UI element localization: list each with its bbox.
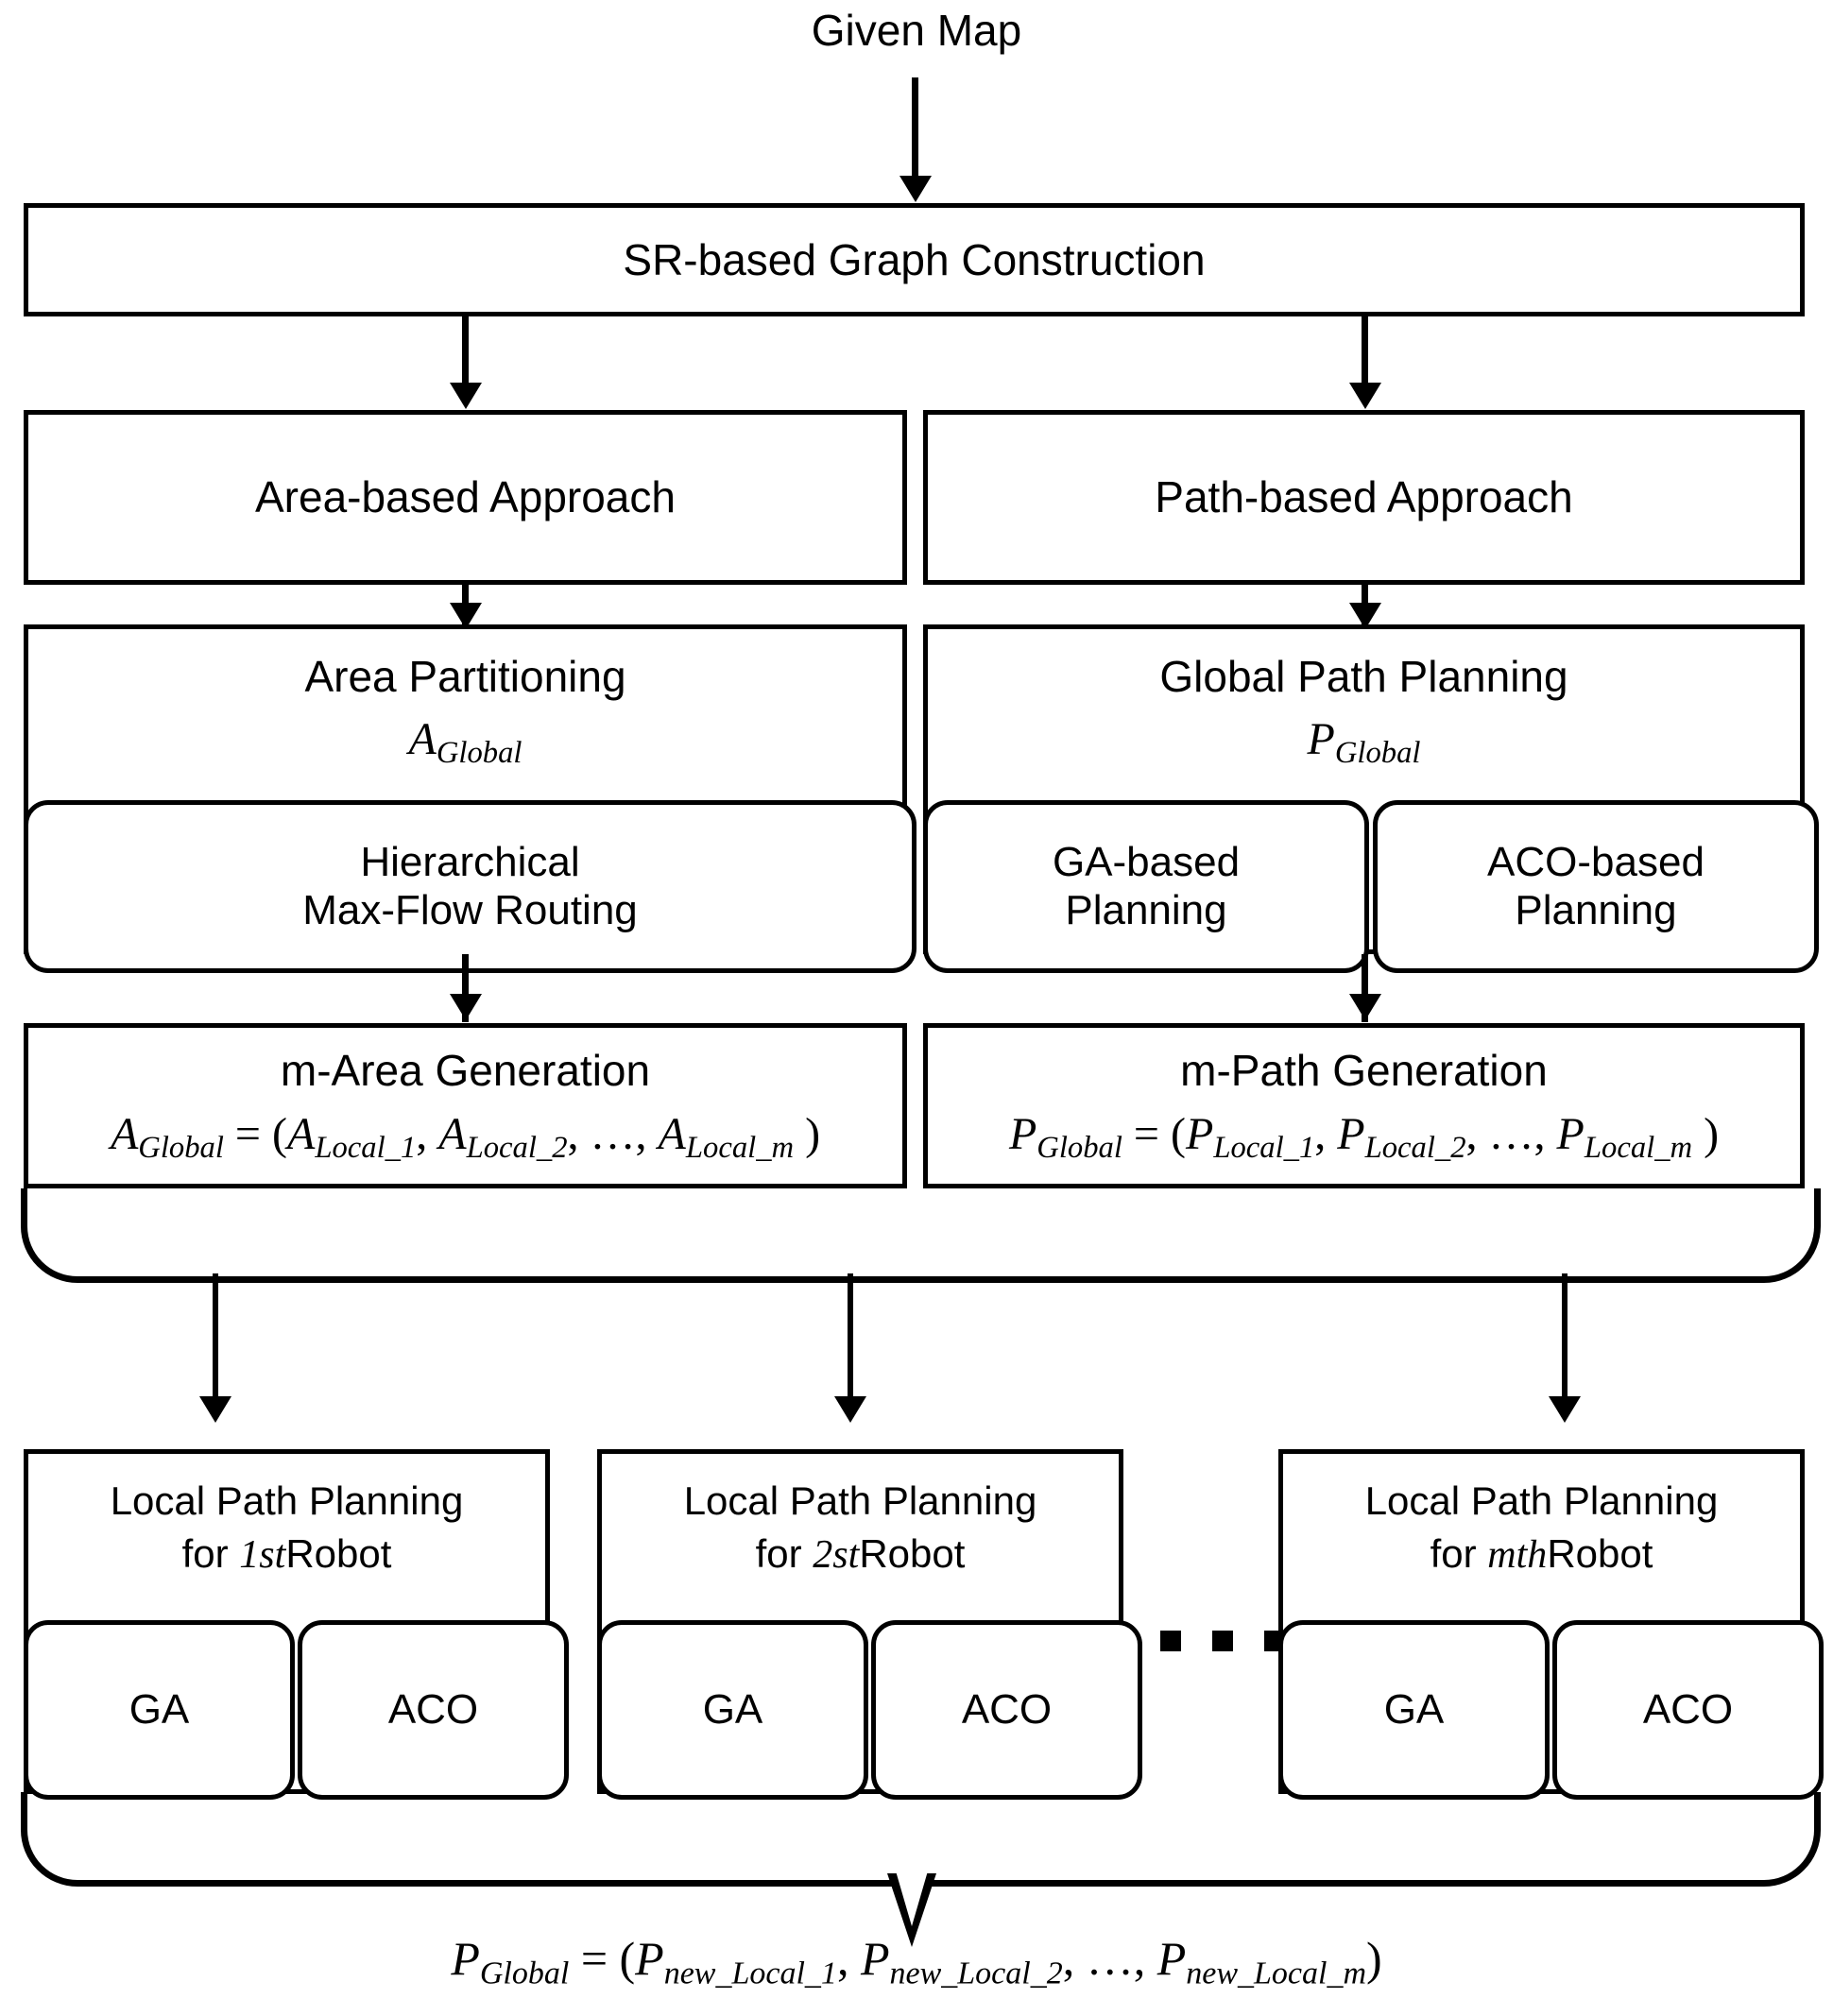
- robot-ordinal-2: st: [832, 1533, 860, 1578]
- robot-index-1: 1: [239, 1533, 260, 1578]
- algorithm-ga-robot-1[interactable]: GA: [24, 1620, 295, 1800]
- method-aco-based-planning[interactable]: ACO-based Planning: [1373, 800, 1819, 973]
- robot-ordinal-1: st: [259, 1533, 286, 1578]
- node-sublabel-robot-index-2: for 2stRobot: [756, 1531, 966, 1578]
- node-label-local-path-planning-2: Local Path Planning: [683, 1478, 1037, 1523]
- arrow-partitioning-to-m-area: [462, 954, 469, 1022]
- node-label-path-based-approach: Path-based Approach: [1155, 472, 1573, 522]
- node-label-root: SR-based Graph Construction: [623, 234, 1206, 284]
- symbol-a-global: AGlobal: [408, 713, 522, 771]
- method-hierarchical-max-flow-routing[interactable]: Hierarchical Max-Flow Routing: [24, 800, 916, 973]
- arrowhead-root-to-path-approach: [1349, 383, 1381, 409]
- algorithm-ga-robot-2[interactable]: GA: [597, 1620, 868, 1800]
- robot-prefix-m: for: [1430, 1531, 1488, 1577]
- given-map-label: Given Map: [811, 6, 1022, 55]
- formula-a-global-decomposition: AGlobal = (ALocal_1, ALocal_2, …, ALocal…: [110, 1109, 821, 1166]
- arrowhead-partitioning-to-m-area: [450, 994, 482, 1020]
- gather-brace-top: [21, 1188, 1821, 1283]
- ellipsis-dot-2: [1212, 1631, 1233, 1651]
- algorithm-aco-robot-m[interactable]: ACO: [1552, 1620, 1824, 1800]
- node-global-path-planning[interactable]: Global Path Planning PGlobal GA-based Pl…: [923, 624, 1819, 973]
- symbol-p-global: PGlobal: [1307, 713, 1421, 771]
- node-label-local-path-planning-1: Local Path Planning: [110, 1478, 464, 1523]
- node-sr-based-graph-construction[interactable]: SR-based Graph Construction: [24, 203, 1805, 316]
- robot-prefix-1: for: [181, 1531, 240, 1577]
- method-label-hierarchical-max-flow-routing: Hierarchical Max-Flow Routing: [302, 838, 638, 933]
- algorithm-label-aco-1: ACO: [387, 1685, 479, 1733]
- node-label-local-path-planning-m: Local Path Planning: [1364, 1478, 1719, 1523]
- node-sublabel-robot-index-m: for mthRobot: [1430, 1531, 1653, 1578]
- node-label-global-path-planning: Global Path Planning: [1159, 652, 1568, 701]
- ellipsis-dot-1: [1160, 1631, 1181, 1651]
- robot-index-m: m: [1487, 1533, 1516, 1578]
- algorithm-label-ga-1: GA: [128, 1685, 190, 1733]
- arrow-gather-to-robot-m: [1562, 1273, 1567, 1415]
- algorithm-label-ga-2: GA: [702, 1685, 763, 1733]
- algorithm-aco-robot-2[interactable]: ACO: [871, 1620, 1142, 1800]
- method-label-ga-based-planning: GA-based Planning: [1052, 838, 1241, 933]
- output-formula: PGlobal = (Pnew_Local_1, Pnew_Local_2, ……: [0, 1933, 1833, 1991]
- arrowhead-root-to-area-approach: [450, 383, 482, 409]
- arrow-gather-to-robot-2: [848, 1273, 853, 1415]
- robot-suffix-m: Robot: [1547, 1531, 1653, 1577]
- node-local-path-planning-robot-m[interactable]: Local Path Planning for mthRobot GA ACO: [1278, 1449, 1824, 1800]
- node-label-m-path-generation: m-Path Generation: [1180, 1045, 1548, 1095]
- arrowhead-gather-to-robot-m: [1549, 1396, 1581, 1423]
- arrow-gather-to-robot-1: [213, 1273, 218, 1415]
- algorithm-ga-robot-m[interactable]: GA: [1278, 1620, 1550, 1800]
- arrowhead-gather-to-robot-2: [834, 1396, 866, 1423]
- arrowhead-givenmap-to-root: [899, 176, 932, 202]
- robot-suffix-1: Robot: [285, 1531, 392, 1577]
- arrowhead-gather-to-robot-1: [199, 1396, 231, 1423]
- robot-prefix-2: for: [755, 1531, 814, 1577]
- arrow-givenmap-to-root: [912, 77, 918, 181]
- node-path-based-approach[interactable]: Path-based Approach: [923, 410, 1805, 585]
- robot-suffix-2: Robot: [859, 1531, 966, 1577]
- arrowhead-global-planning-to-m-path: [1349, 994, 1381, 1020]
- arrow-root-to-area-approach: [462, 316, 469, 390]
- robot-index-2: 2: [813, 1533, 833, 1578]
- node-m-area-generation[interactable]: m-Area Generation AGlobal = (ALocal_1, A…: [24, 1023, 907, 1188]
- gather-brace-bottom-spike-inner: [895, 1868, 929, 1926]
- method-ga-based-planning[interactable]: GA-based Planning: [923, 800, 1369, 973]
- output-formula-text: PGlobal = (Pnew_Local_1, Pnew_Local_2, ……: [451, 1932, 1382, 1991]
- node-label-m-area-generation: m-Area Generation: [280, 1045, 651, 1095]
- algorithm-aco-robot-1[interactable]: ACO: [298, 1620, 569, 1800]
- node-local-path-planning-robot-1[interactable]: Local Path Planning for 1stRobot GA ACO: [24, 1449, 569, 1800]
- node-label-area-partitioning: Area Partitioning: [304, 652, 626, 701]
- algorithm-label-aco-m: ACO: [1642, 1685, 1734, 1733]
- arrow-global-planning-to-m-path: [1362, 954, 1368, 1022]
- node-m-path-generation[interactable]: m-Path Generation PGlobal = (PLocal_1, P…: [923, 1023, 1805, 1188]
- node-sublabel-robot-index-1: for 1stRobot: [182, 1531, 392, 1578]
- formula-p-global-decomposition: PGlobal = (PLocal_1, PLocal_2, …, PLocal…: [1008, 1109, 1720, 1166]
- node-local-path-planning-robot-2[interactable]: Local Path Planning for 2stRobot GA ACO: [597, 1449, 1142, 1800]
- arrow-root-to-path-approach: [1362, 316, 1368, 390]
- node-area-based-approach[interactable]: Area-based Approach: [24, 410, 907, 585]
- node-label-area-based-approach: Area-based Approach: [255, 472, 676, 522]
- node-area-partitioning[interactable]: Area Partitioning AGlobal Hierarchical M…: [24, 624, 916, 973]
- algorithm-label-aco-2: ACO: [961, 1685, 1053, 1733]
- robot-ordinal-m: th: [1516, 1533, 1548, 1578]
- algorithm-label-ga-m: GA: [1383, 1685, 1445, 1733]
- method-label-aco-based-planning: ACO-based Planning: [1487, 838, 1705, 933]
